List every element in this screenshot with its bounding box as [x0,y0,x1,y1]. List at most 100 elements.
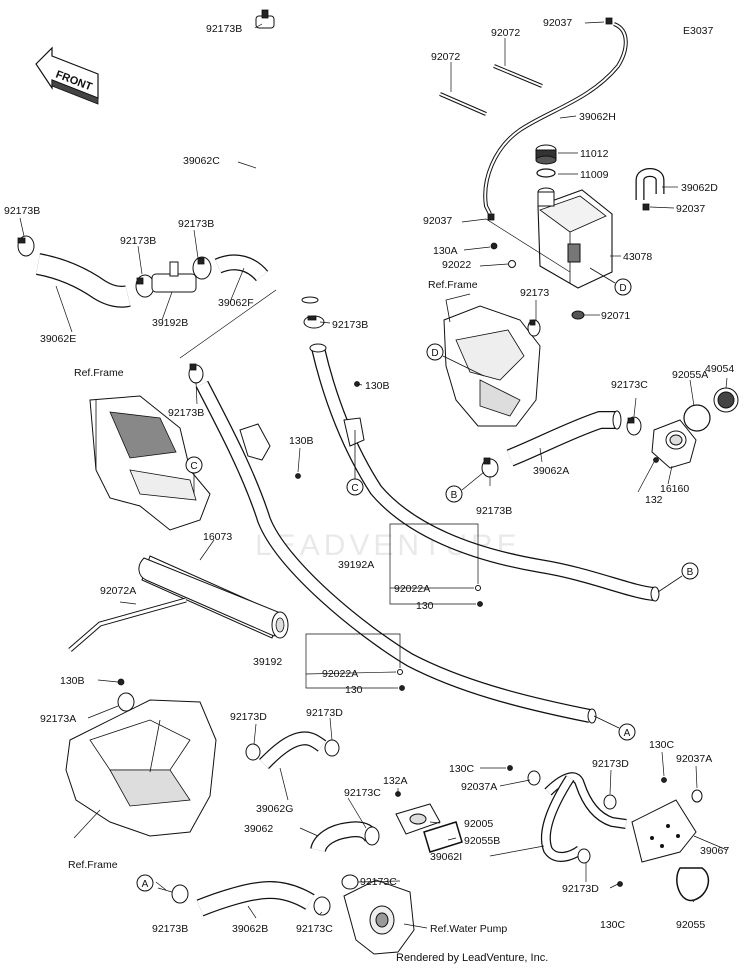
fitting-92005 [395,803,441,835]
clamp-92173c-b [341,874,359,890]
label-92072-b: 92072 [431,51,460,63]
label-92173c-c: 92173C [296,923,333,935]
label-132a: 132A [383,775,408,787]
thermostat-housing-16160 [651,419,697,469]
label-16073: 16073 [203,531,232,543]
label-92022a-b: 92022A [322,668,358,680]
label-130b-b: 130B [289,435,314,447]
hose-39062f [214,254,269,282]
label-92173b-m1: 92173B [120,235,156,247]
hose-39062b [196,880,315,917]
svg-text:D: D [431,348,438,359]
label-39062c: 39062C [183,155,220,167]
label-39062e: 39062E [40,333,76,345]
label-92173d-d: 92173D [562,883,599,895]
connector-c-mid: C [346,430,364,496]
o-ring-92055a [683,404,711,432]
label-92022a-a: 92022A [394,583,430,595]
frame-top-right [443,293,541,427]
connector-a-right: A [593,715,636,741]
svg-text:C: C [190,461,197,472]
svg-text:D: D [619,283,626,294]
clamp-92173c-c [313,896,331,916]
label-92173d-b: 92173D [306,707,343,719]
svg-text:A: A [142,879,149,890]
frame-bottom-left [65,699,217,837]
label-92037a-b: 92037A [676,753,712,765]
clamp-92173b-m2 [192,256,212,280]
label-92037a-a: 92037A [461,781,497,793]
clamp-92173b-left [17,235,35,257]
svg-text:A: A [624,728,631,739]
label-92173d-c: 92173D [592,758,629,770]
label-39062: 39062 [244,823,273,835]
label-132: 132 [645,494,663,506]
label-92072a: 92072A [100,585,136,597]
label-43078: 43078 [623,251,652,263]
svg-text:B: B [687,567,694,578]
label-39062d: 39062D [681,182,718,194]
clip-92037a-b [691,789,703,803]
bolt-130-b [399,685,405,691]
svg-text:C: C [351,483,358,494]
label-39062b: 39062B [232,923,268,935]
label-130a: 130A [433,245,458,257]
clip-92037-right [642,203,650,211]
label-39062g: 39062G [256,803,293,815]
label-11012: 11012 [580,148,609,160]
ref-water-pump: Ref.Water Pump [430,923,507,935]
hose-39062g [259,731,327,769]
bolt-130c-b [661,777,667,783]
hose-39062e [35,253,131,308]
hose-39062h [483,22,628,215]
label-130c-b: 130C [649,739,675,751]
label-130c-a: 130C [449,763,475,775]
label-49054: 49054 [705,363,734,375]
connector-d-left: D [426,343,485,377]
label-39067: 39067 [700,845,729,857]
connector-c-left: C [185,456,203,494]
label-16160: 16160 [660,483,689,495]
label-130-a: 130 [416,600,434,612]
part-labels: 92173B 92037 92072 92072 39062H 11012 11… [4,17,734,935]
pipe-39192 [195,380,597,724]
clamp-92173d-d [577,848,591,864]
label-92055b: 92055B [464,835,500,847]
bolt-132 [653,457,659,463]
tie-straps-92072 [439,64,543,116]
clamp-92173d-a [245,743,261,761]
gasket-11009 [536,168,556,178]
clamp-92173b-e [481,457,499,478]
clamp-92173d-b [324,739,340,757]
clip-92037a-a [527,770,541,786]
clamp-92173d-c [603,794,617,810]
connector-b-right: B [657,562,699,593]
bolt-130c-a [507,765,513,771]
label-92071: 92071 [601,310,630,322]
label-130c-c: 130C [600,919,626,931]
label-92005: 92005 [464,818,493,830]
gasket-92055 [676,867,710,902]
bolt-130b-b [295,473,301,479]
label-92173: 92173 [520,287,549,299]
clamp-92173c-right [626,416,642,436]
label-92037-right: 92037 [676,203,705,215]
water-pump [343,879,415,955]
connector-b-left: B [445,471,485,503]
hose-39062i [540,772,627,862]
label-92173d-a: 92173D [230,711,267,723]
label-39192: 39192 [253,656,282,668]
connector-d-right: D [589,267,632,296]
label-92173a: 92173A [40,713,76,725]
clamp-92173b-d [188,363,204,384]
pipe-39192a [309,343,660,602]
hose-39062c [242,25,319,304]
label-39192b: 39192B [152,317,188,329]
bracket-mid [343,417,365,447]
leader-lines [19,21,728,929]
label-130-b: 130 [345,684,363,696]
label-92037-left: 92037 [423,215,452,227]
bolt-130a [490,242,498,250]
tie-strap-92072a [68,597,187,652]
